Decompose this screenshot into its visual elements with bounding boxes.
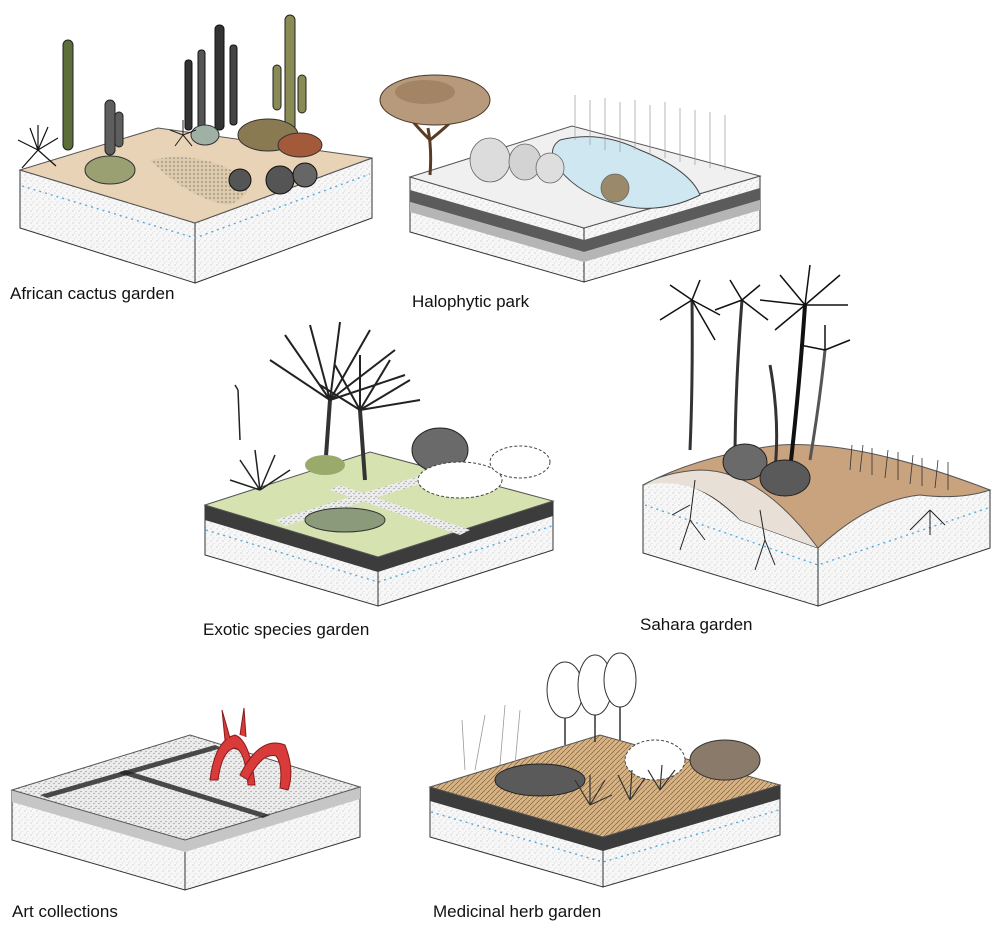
block-halophytic-park [379, 74, 762, 283]
grey-layer-right [584, 200, 760, 262]
block-top-surface [10, 734, 362, 841]
dotted-path-b [118, 770, 270, 818]
block-sahara-garden [642, 264, 992, 607]
tree-icon [379, 74, 491, 176]
water-table-line [644, 504, 989, 566]
label-halophytic-park: Halophytic park [412, 292, 530, 311]
label-art-collections: Art collections [12, 902, 118, 921]
cactus-icon [17, 14, 323, 195]
dark-layer-left [410, 190, 584, 252]
dark-layer-right [378, 501, 553, 572]
label-african-cactus-garden: African cactus garden [10, 284, 175, 303]
dotted-path-a [40, 745, 222, 798]
water-table-line [205, 525, 553, 583]
block-top-surface [428, 734, 782, 838]
label-sahara-garden: Sahara garden [640, 615, 753, 634]
gravel-path [150, 157, 248, 205]
water-table-line [430, 809, 780, 863]
palm-fan-icon [269, 321, 421, 481]
block-art-collections [10, 707, 362, 891]
path-cross-b [330, 485, 470, 535]
grey-layer-right [185, 787, 360, 852]
palm-tree-icon [659, 264, 851, 497]
root-lines [671, 479, 946, 571]
dark-layer-left [430, 787, 603, 851]
grass-strip [849, 444, 949, 490]
grey-layer-left [410, 202, 584, 262]
dark-layer-right [584, 188, 760, 252]
dark-layer-left [205, 505, 378, 572]
label-medicinal-herb-garden: Medicinal herb garden [433, 902, 602, 921]
herb-icon [461, 652, 761, 806]
dark-layer-right [603, 785, 780, 851]
water-table-line [21, 173, 371, 239]
block-exotic-species-garden [203, 321, 555, 607]
label-exotic-species-garden: Exotic species garden [203, 620, 370, 639]
grey-layer-left [12, 790, 185, 852]
dune-left-section [643, 470, 818, 548]
agave-group [229, 384, 291, 491]
reed-grove [574, 95, 726, 170]
sculpture-icon [209, 707, 292, 791]
shrub-group [304, 427, 551, 533]
block-medicinal-herb-garden [428, 652, 782, 888]
shrub-group [469, 137, 630, 203]
block-african-cactus-garden [17, 14, 373, 284]
